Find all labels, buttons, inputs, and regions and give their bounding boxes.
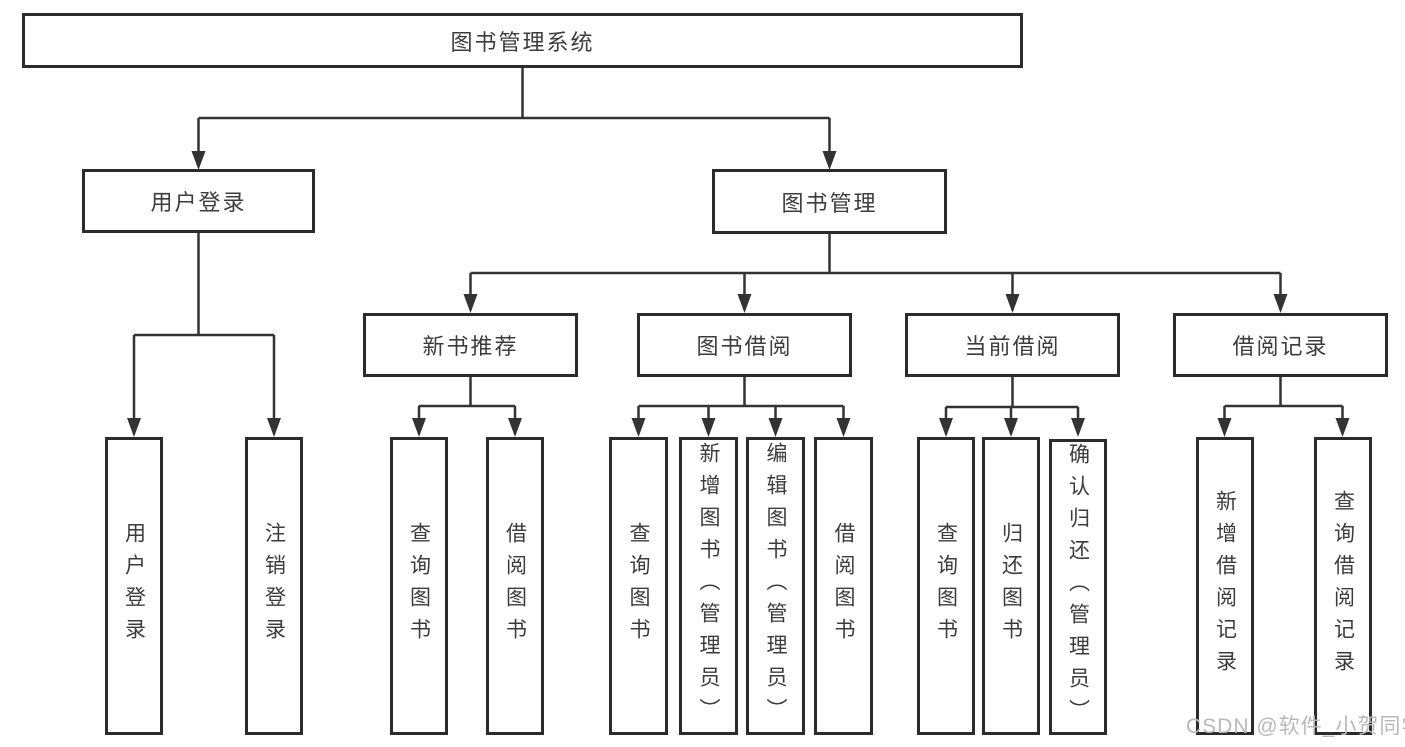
node-book-borrow: 图书借阅: [637, 313, 852, 377]
node-book-management: 图书管理: [712, 169, 947, 234]
leaf-newbook-query: 查询图书: [390, 437, 448, 735]
node-user-login: 用户登录: [82, 169, 315, 233]
leaf-borrow-book: 借阅图书: [814, 437, 873, 735]
leaf-user-login: 用户登录: [105, 437, 163, 735]
leaf-record-add: 新增借阅记录: [1196, 437, 1254, 735]
leaf-logout: 注销登录: [245, 437, 303, 735]
leaf-current-query: 查询图书: [917, 437, 975, 735]
node-current-borrow: 当前借阅: [905, 313, 1120, 377]
connector-lines: [132, 68, 1344, 433]
leaf-newbook-borrow: 借阅图书: [486, 437, 544, 735]
leaf-borrow-query: 查询图书: [609, 437, 668, 735]
node-new-book-recommend: 新书推荐: [363, 313, 578, 377]
node-library-system: 图书管理系统: [22, 13, 1023, 68]
node-borrow-records: 借阅记录: [1173, 313, 1388, 377]
leaf-record-query: 查询借阅记录: [1314, 437, 1372, 735]
leaf-confirm-return-admin: 确认归还（管理员）: [1049, 439, 1107, 735]
leaf-borrow-edit-admin: 编辑图书（管理员）: [746, 437, 805, 735]
csdn-watermark: CSDN @软件_小贺同学: [1186, 715, 1405, 738]
arrowheads: [127, 151, 1350, 437]
leaf-return-book: 归还图书: [982, 437, 1040, 735]
leaf-borrow-add-admin: 新增图书（管理员）: [679, 437, 738, 735]
